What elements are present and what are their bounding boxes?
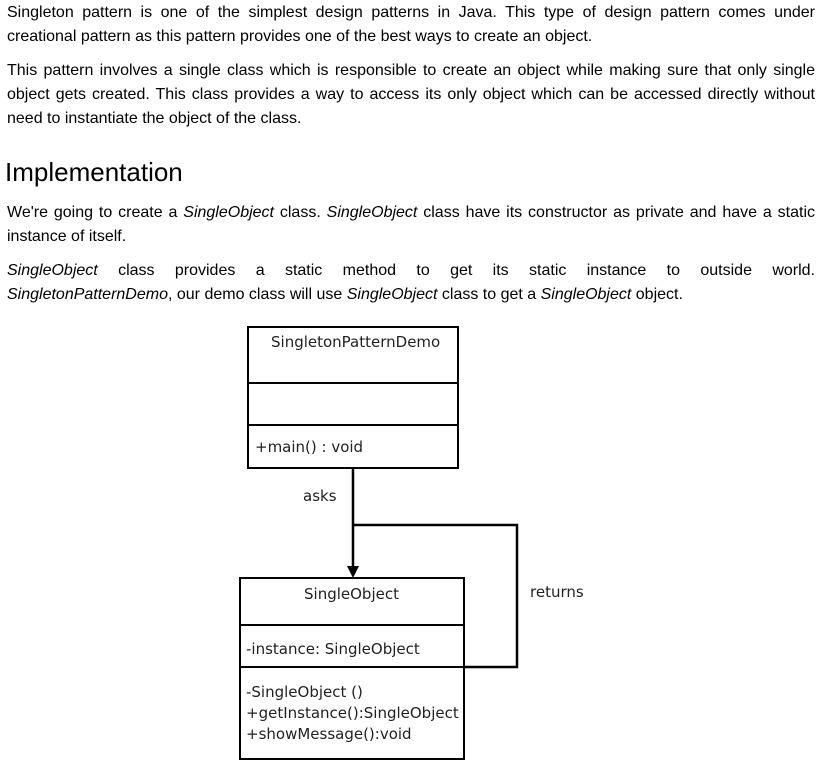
text-span: object.: [631, 286, 683, 303]
text-span: class have its constructor as private an…: [7, 204, 816, 245]
intro-paragraph: Singleton pattern is one of the simplest…: [7, 4, 815, 45]
class-name: SingleObject: [326, 204, 418, 221]
class-name: SingletonPatternDemo: [7, 286, 168, 303]
asks-arrow: [347, 469, 359, 578]
asks-arrowhead: [347, 566, 359, 578]
implementation-paragraph: We're going to create a SingleObject cla…: [7, 201, 815, 249]
single-class-outline: [239, 577, 465, 760]
demo-paragraph: SingleObject class provides a static met…: [7, 259, 815, 307]
single-class-method: +getInstance():SingleObject: [246, 704, 459, 722]
demo-class-method: +main() : void: [255, 438, 364, 456]
single-class-method: +showMessage():void: [246, 725, 412, 743]
text-span: class.: [273, 204, 327, 221]
class-name: SingleObject: [540, 286, 632, 303]
returns-connector: [353, 523, 519, 669]
text-span: We're going to create a: [7, 204, 184, 221]
text-span: , our demo class will use: [167, 286, 347, 303]
returns-label: returns: [530, 583, 584, 601]
single-class-method: -SingleObject (): [246, 683, 363, 701]
class-name: SingleObject: [346, 286, 438, 303]
demo-class-box: [247, 326, 459, 469]
demo-class-outline: [247, 326, 459, 469]
text-span: class to get a: [437, 286, 541, 303]
paragraph-line: SingleObject class provides a static met…: [7, 259, 815, 283]
text-span: class provides a static method to get it…: [97, 262, 815, 279]
demo-class-name: SingletonPatternDemo: [271, 333, 441, 351]
single-class-field: -instance: SingleObject: [246, 640, 420, 658]
class-name: SingleObject: [183, 204, 274, 221]
single-class-box: [239, 577, 465, 760]
single-class-name: SingleObject: [304, 585, 399, 603]
class-name: SingleObject: [7, 262, 98, 279]
asks-label: asks: [303, 487, 337, 505]
section-heading: Implementation: [5, 157, 183, 187]
description-paragraph: This pattern involves a single class whi…: [7, 62, 815, 127]
